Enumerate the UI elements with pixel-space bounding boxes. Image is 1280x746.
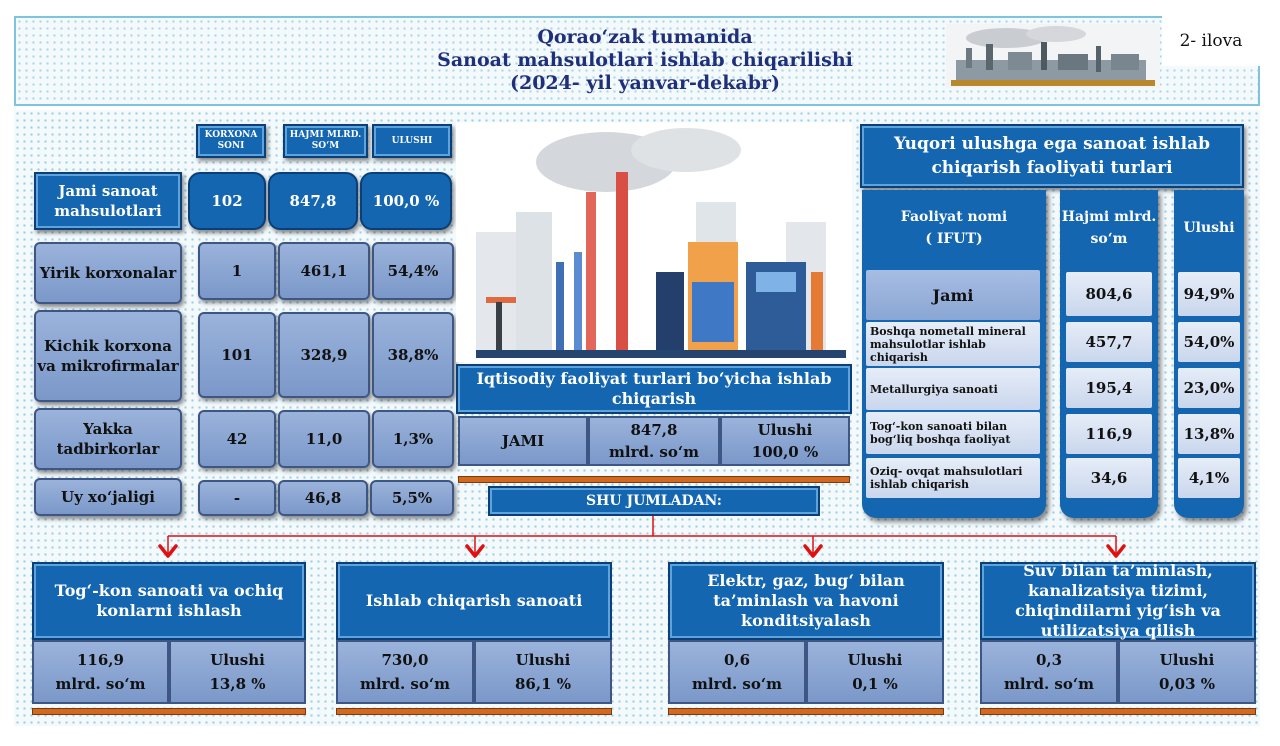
right-row-3-name: Tog‘-kon sanoati bilan bog‘liq boshqa fa…: [866, 412, 1040, 454]
right-row-4-share: 4,1%: [1178, 458, 1240, 498]
middle-orange-bar: [458, 476, 850, 483]
bottom-box-4-share: 0,03 %: [1158, 675, 1215, 693]
bottom-box-2-bar: [336, 708, 612, 715]
title-line-3: (2024- yil yanvar-dekabr): [509, 72, 780, 94]
bottom-box-1-share: 13,8 %: [209, 675, 266, 693]
row-household-share: 5,5%: [370, 480, 454, 516]
middle-volume-value: 847,8: [630, 421, 678, 439]
bottom-box-4-bar: [980, 708, 1256, 715]
bottom-box-2-value-cell: 730,0 mlrd. so‘m: [336, 640, 474, 704]
row-large-share: 54,4%: [372, 242, 454, 300]
bottom-box-3-bar: [668, 708, 944, 715]
bottom-box-2-title: Ishlab chiqarish sanoati: [336, 562, 612, 640]
right-col3-header: Ulushi: [1183, 220, 1235, 236]
bottom-box-2-value: 730,0: [381, 651, 429, 669]
middle-share-value: 100,0 %: [751, 443, 819, 461]
row-individual-volume: 11,0: [278, 410, 370, 468]
bottom-box-1-value-cell: 116,9 mlrd. so‘m: [32, 640, 169, 704]
row-individual-share: 1,3%: [372, 410, 454, 468]
bottom-box-1-bar: [32, 708, 306, 715]
row-large-volume: 461,1: [278, 242, 370, 300]
row-small-share: 38,8%: [372, 312, 454, 398]
bottom-box-4-value: 0,3: [1035, 651, 1063, 669]
page-title: Qorao‘zak tumanida Sanoat mahsulotlari i…: [400, 26, 890, 95]
bottom-box-2-share-label: Ulushi: [515, 651, 571, 669]
bottom-box-4-share-label: Ulushi: [1159, 651, 1215, 669]
right-row-2-name: Metallurgiya sanoati: [866, 368, 1040, 410]
col-header-share: ULUSHI: [372, 124, 452, 158]
row-total-volume: 847,8: [268, 172, 358, 230]
row-individual-count: 42: [198, 410, 276, 468]
row-household-count: -: [198, 480, 276, 516]
bottom-box-1-value: 116,9: [77, 651, 124, 669]
title-line-2: Sanoat mahsulotlari ishlab chiqarilishi: [437, 49, 853, 71]
row-large-label: Yirik korxonalar: [34, 242, 182, 304]
right-panel-title: Yuqori ulushga ega sanoat ishlab chiqari…: [860, 124, 1244, 188]
shu-jumladan-label: SHU JUMLADAN:: [488, 486, 820, 516]
row-small-label: Kichik korxona va mikrofirmalar: [34, 310, 182, 402]
right-row-2-share: 23,0%: [1178, 368, 1240, 408]
right-row-3-share: 13,8%: [1178, 414, 1240, 454]
right-row-1-name: Boshqa nometall mineral mahsulotlar ishl…: [866, 322, 1040, 366]
row-household-volume: 46,8: [278, 480, 368, 516]
col-header-volume: HAJMI MLRD. SO‘M: [283, 124, 368, 158]
bottom-box-3-unit: mlrd. so‘m: [692, 675, 782, 693]
right-row-4-volume: 34,6: [1066, 458, 1152, 498]
factory-header-image: [946, 24, 1160, 88]
row-individual-label: Yakka tadbirkorlar: [34, 408, 182, 470]
bottom-box-4-share-cell: Ulushi 0,03 %: [1118, 640, 1256, 704]
middle-share: Ulushi 100,0 %: [720, 416, 850, 466]
bottom-box-3-title: Elektr, gaz, bug‘ bilan ta’minlash va ha…: [668, 562, 944, 640]
factory-skyline-illustration: [456, 122, 852, 362]
row-total-count: 102: [188, 172, 266, 230]
bottom-box-3-value-cell: 0,6 mlrd. so‘m: [668, 640, 806, 704]
annex-label: 2- ilova: [1162, 16, 1260, 66]
right-row-4-name: Oziq- ovqat mahsulotlari ishlab chiqaris…: [866, 458, 1040, 498]
right-row-total-share: 94,9%: [1178, 272, 1240, 316]
middle-volume-unit: mlrd. so‘m: [609, 443, 699, 461]
bottom-box-2-unit: mlrd. so‘m: [360, 675, 450, 693]
bottom-box-3-share-label: Ulushi: [847, 651, 903, 669]
right-row-2-volume: 195,4: [1066, 368, 1152, 408]
middle-volume: 847,8 mlrd. so‘m: [588, 416, 720, 466]
title-line-1: Qorao‘zak tumanida: [537, 26, 753, 48]
right-row-1-volume: 457,7: [1066, 322, 1152, 362]
bottom-box-1-title: Tog‘-kon sanoati va ochiq konlarni ishla…: [32, 562, 306, 640]
bottom-box-1-share-cell: Ulushi 13,8 %: [169, 640, 306, 704]
right-row-total-volume: 804,6: [1066, 272, 1152, 316]
bottom-box-3-share-cell: Ulushi 0,1 %: [806, 640, 944, 704]
bottom-box-2-share-cell: Ulushi 86,1 %: [474, 640, 612, 704]
bottom-box-2-share: 86,1 %: [514, 675, 571, 693]
bottom-box-1-unit: mlrd. so‘m: [55, 675, 146, 693]
right-row-1-share: 54,0%: [1178, 322, 1240, 362]
middle-share-label: Ulushi: [757, 421, 813, 439]
bottom-box-4-title: Suv bilan ta’minlash, kanalizatsiya tizi…: [980, 561, 1256, 640]
connector-arrows: [158, 516, 1126, 558]
row-small-count: 101: [198, 312, 276, 398]
bottom-box-3-share: 0,1 %: [852, 675, 898, 693]
row-total-share: 100,0 %: [360, 172, 452, 230]
right-row-total-name: Jami: [866, 270, 1040, 320]
row-household-label: Uy xo‘jaligi: [34, 478, 182, 516]
middle-jami: JAMI: [458, 416, 588, 466]
right-col1-header: Faoliyat nomi ( IFUT): [862, 196, 1046, 260]
middle-title: Iqtisodiy faoliyat turlari bo‘yicha ishl…: [456, 364, 852, 414]
right-row-3-volume: 116,9: [1066, 414, 1152, 454]
row-small-volume: 328,9: [278, 312, 370, 398]
row-total-label: Jami sanoat mahsulotlari: [34, 172, 182, 230]
col-header-count: KORXONA SONI: [196, 124, 266, 158]
right-col2-header: Hajmi mlrd. so‘m: [1061, 209, 1157, 247]
right-col1-header-line2: ( IFUT): [925, 231, 983, 247]
right-col1-header-line1: Faoliyat nomi: [900, 209, 1008, 225]
bottom-box-3-value: 0,6: [723, 651, 751, 669]
bottom-box-4-value-cell: 0,3 mlrd. so‘m: [980, 640, 1118, 704]
bottom-box-4-unit: mlrd. so‘m: [1004, 675, 1094, 693]
bottom-box-1-share-label: Ulushi: [210, 651, 265, 669]
row-large-count: 1: [198, 242, 276, 300]
